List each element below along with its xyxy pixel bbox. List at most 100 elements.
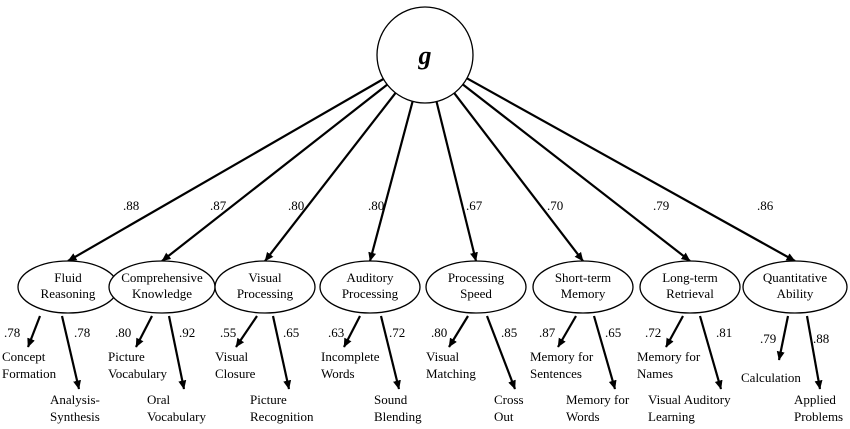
factor-node <box>425 260 527 314</box>
factor-to-test-arrow <box>60 315 81 390</box>
factor-to-test-arrow <box>26 315 42 348</box>
g-to-factor-arrow <box>161 83 388 262</box>
factor-name-label: Comprehensive <box>121 270 203 285</box>
test-name-label: Recognition <box>250 409 314 424</box>
test-name-label: Calculation <box>741 370 801 385</box>
test-name-label: Matching <box>426 366 476 381</box>
test-name-label: Memory for <box>530 349 594 364</box>
g-to-factor-arrow <box>264 92 397 262</box>
factor-name-label: Long-term <box>662 270 718 285</box>
factor-to-test-arrow <box>665 315 684 348</box>
test-loading-label: .85 <box>501 325 517 340</box>
test-name-label: Picture <box>250 392 287 407</box>
factor-name-label: Knowledge <box>132 286 192 301</box>
test-loading-label: .87 <box>539 325 556 340</box>
test-loading-label: .78 <box>74 325 90 340</box>
factor-name-label: Memory <box>561 286 606 301</box>
test-loading-label: .72 <box>645 325 661 340</box>
factor-name-label: Ability <box>777 286 814 301</box>
g-loading-label: .88 <box>123 198 139 213</box>
test-name-label: Synthesis <box>50 409 100 424</box>
factor-name-label: Reasoning <box>41 286 96 301</box>
test-name-label: Analysis- <box>50 392 100 407</box>
factor-name-label: Processing <box>342 286 399 301</box>
test-name-label: Visual <box>215 349 249 364</box>
test-name-label: Visual <box>426 349 460 364</box>
factor-node <box>214 260 316 314</box>
test-loading-label: .63 <box>328 325 344 340</box>
test-loading-label: .72 <box>389 325 405 340</box>
test-loading-label: .78 <box>4 325 20 340</box>
general-factor-label: g <box>418 41 432 70</box>
factor-name-label: Visual <box>248 270 282 285</box>
test-name-label: Memory for <box>637 349 701 364</box>
factor-to-test-arrow <box>235 315 258 348</box>
factor-to-test-arrow <box>485 315 517 390</box>
factor-to-test-arrow <box>698 315 723 390</box>
factor-node <box>319 260 421 314</box>
general-factor-node <box>376 6 474 104</box>
factor-name-label: Short-term <box>555 270 611 285</box>
factor-to-test-arrow <box>448 315 469 348</box>
g-loading-label: .80 <box>288 198 304 213</box>
test-name-label: Learning <box>648 409 695 424</box>
g-to-factor-arrow <box>462 83 691 262</box>
test-name-label: Cross <box>494 392 524 407</box>
test-name-label: Vocabulary <box>108 366 167 381</box>
factor-to-test-arrow <box>592 315 617 390</box>
factor-name-label: Processing <box>237 286 294 301</box>
factor-to-test-arrow <box>271 315 292 390</box>
factor-name-label: Processing <box>448 270 505 285</box>
factor-name-label: Quantitative <box>763 270 827 285</box>
test-name-label: Memory for <box>566 392 630 407</box>
test-loading-label: .55 <box>220 325 236 340</box>
factor-node <box>742 260 848 314</box>
g-to-factor-arrow <box>435 101 478 262</box>
factor-name-label: Speed <box>460 286 492 301</box>
test-name-label: Names <box>637 366 673 381</box>
test-name-label: Blending <box>374 409 422 424</box>
g-loading-label: .80 <box>368 198 384 213</box>
factor-name-label: Fluid <box>54 270 82 285</box>
g-to-factor-arrow <box>67 78 384 262</box>
test-name-label: Incomplete <box>321 349 380 364</box>
test-name-label: Concept <box>2 349 46 364</box>
test-name-label: Vocabulary <box>147 409 206 424</box>
test-name-label: Visual Auditory <box>648 392 731 407</box>
test-loading-label: .80 <box>431 325 447 340</box>
test-loading-label: .88 <box>813 331 829 346</box>
test-name-label: Words <box>321 366 355 381</box>
test-name-label: Applied <box>794 392 836 407</box>
test-name-label: Oral <box>147 392 170 407</box>
test-name-label: Sound <box>374 392 408 407</box>
test-loading-label: .81 <box>716 325 732 340</box>
g-loading-label: .79 <box>653 198 669 213</box>
factor-to-test-arrow <box>379 315 401 390</box>
factor-node <box>532 260 634 314</box>
factor-node <box>639 260 741 314</box>
g-loading-label: .86 <box>757 198 774 213</box>
g-to-factor-arrow <box>368 101 414 262</box>
g-to-factor-arrow <box>453 92 584 262</box>
test-name-label: Out <box>494 409 514 424</box>
test-name-label: Picture <box>108 349 145 364</box>
factor-name-label: Auditory <box>347 270 394 285</box>
test-name-label: Sentences <box>530 366 582 381</box>
g-to-factor-arrow <box>466 77 796 262</box>
g-loading-label: .87 <box>210 198 227 213</box>
test-loading-label: .65 <box>283 325 299 340</box>
test-name-label: Problems <box>794 409 843 424</box>
factor-to-test-arrow <box>776 315 790 361</box>
test-name-label: Closure <box>215 366 256 381</box>
factor-to-test-arrow <box>557 315 577 348</box>
factor-to-test-arrow <box>135 315 153 348</box>
g-loading-label: .70 <box>547 198 563 213</box>
g-loading-label: .67 <box>466 198 483 213</box>
factor-name-label: Retrieval <box>666 286 714 301</box>
test-loading-label: .65 <box>605 325 621 340</box>
factor-to-test-arrow <box>343 315 361 348</box>
test-name-label: Formation <box>2 366 57 381</box>
test-name-label: Words <box>566 409 600 424</box>
